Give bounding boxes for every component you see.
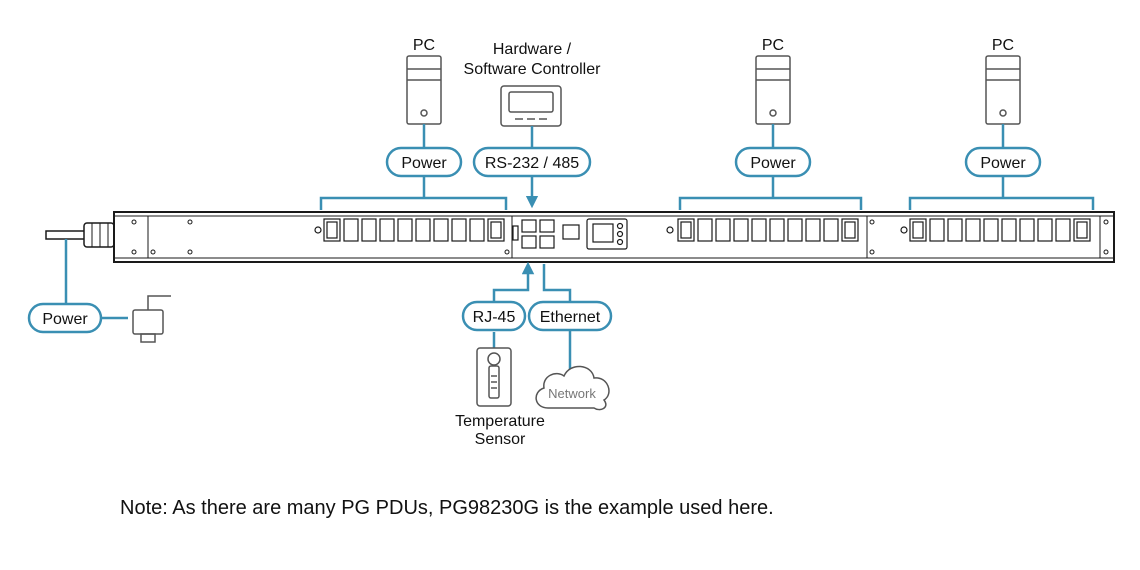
power-pill-2: Power <box>734 146 812 178</box>
power-pill-3: Power <box>964 146 1042 178</box>
rj45-pill-label: RJ-45 <box>473 309 516 326</box>
power-pill-2-label: Power <box>750 155 796 172</box>
network-label: Network <box>548 386 596 401</box>
network-cloud-icon <box>535 365 610 411</box>
rj45-pill: RJ-45 <box>461 300 527 332</box>
controller-screen-icon <box>500 85 562 127</box>
pdu-unit <box>45 211 1115 263</box>
sensor-label-line1: Temperature <box>455 413 545 430</box>
pc-3-label: PC <box>992 37 1014 54</box>
sensor-label-line2: Sensor <box>475 431 526 448</box>
input-power-label: Power <box>42 311 88 328</box>
serial-pill: RS-232 / 485 <box>472 146 592 178</box>
outlet-bank-3 <box>900 218 1091 242</box>
power-pill-1-label: Power <box>401 155 447 172</box>
note-text: Note: As there are many PG PDUs, PG98230… <box>120 497 774 519</box>
ethernet-pill: Ethernet <box>527 300 613 332</box>
network: Network <box>535 365 610 411</box>
top-connector-lines <box>319 124 1095 210</box>
controller-label-line1: Hardware / <box>493 41 572 58</box>
outlet-bank-2 <box>666 218 859 242</box>
pc-1-label: PC <box>413 37 435 54</box>
serial-pill-label: RS-232 / 485 <box>485 155 579 172</box>
pc-tower-icon <box>406 55 442 125</box>
pc-2: PC <box>755 37 791 125</box>
input-power: Power <box>27 239 171 343</box>
outlet-bank-1 <box>314 218 505 242</box>
pc-2-label: PC <box>762 37 784 54</box>
controller-label-line2: Software Controller <box>464 61 602 78</box>
temperature-sensor-icon <box>476 347 512 407</box>
pc-tower-icon <box>985 55 1021 125</box>
power-plug-icon <box>132 295 171 343</box>
pc-tower-icon <box>755 55 791 125</box>
pdu-controller-module <box>512 218 628 250</box>
temperature-sensor: Temperature Sensor <box>455 347 545 448</box>
controller: Hardware / Software Controller <box>464 41 602 127</box>
pc-3: PC <box>985 37 1021 125</box>
power-pill-3-label: Power <box>980 155 1026 172</box>
pc-1: PC <box>406 37 442 125</box>
power-pill-1: Power <box>385 146 463 178</box>
ethernet-pill-label: Ethernet <box>540 309 601 326</box>
